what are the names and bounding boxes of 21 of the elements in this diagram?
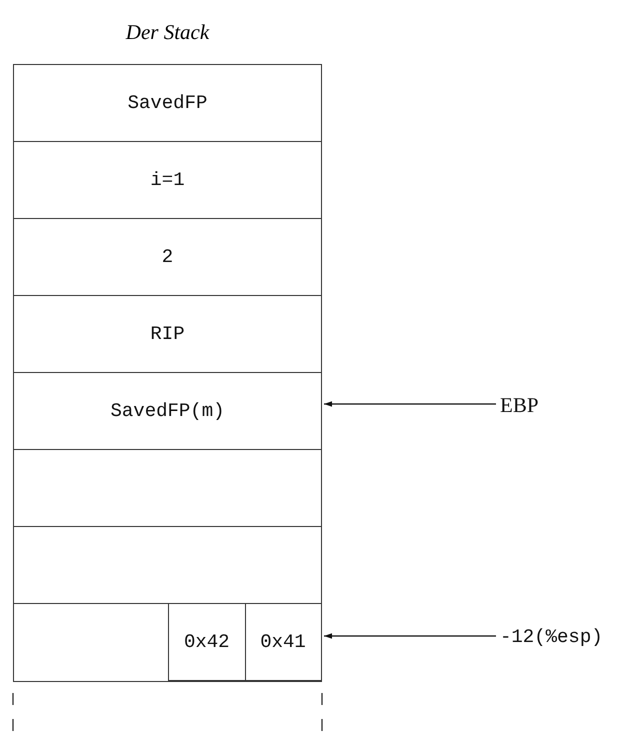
register-label: EBP <box>500 392 539 418</box>
diagram-title: Der Stack <box>124 20 210 45</box>
register-label: -12(%esp) <box>500 626 603 648</box>
slot-value: 0x42 <box>184 630 230 653</box>
slot-value: RIP <box>150 323 185 346</box>
stack-slot <box>13 218 322 296</box>
slot-value: i=1 <box>150 169 185 192</box>
stack-slot <box>13 141 322 220</box>
stack-slot <box>13 372 322 450</box>
pointer-arrow <box>324 633 496 639</box>
byte-cell <box>168 602 246 681</box>
slot-value: SavedFP(m) <box>110 400 225 422</box>
slot-value: 0x41 <box>260 630 306 653</box>
stack-slot <box>13 64 322 142</box>
slot-value: 2 <box>162 246 174 268</box>
pointer-arrow <box>324 401 496 407</box>
slot-value: SavedFP <box>128 92 208 114</box>
stack-slot <box>13 526 322 604</box>
stack-slot <box>13 603 322 682</box>
stack-slot <box>13 295 322 374</box>
stack-slot <box>13 449 322 528</box>
